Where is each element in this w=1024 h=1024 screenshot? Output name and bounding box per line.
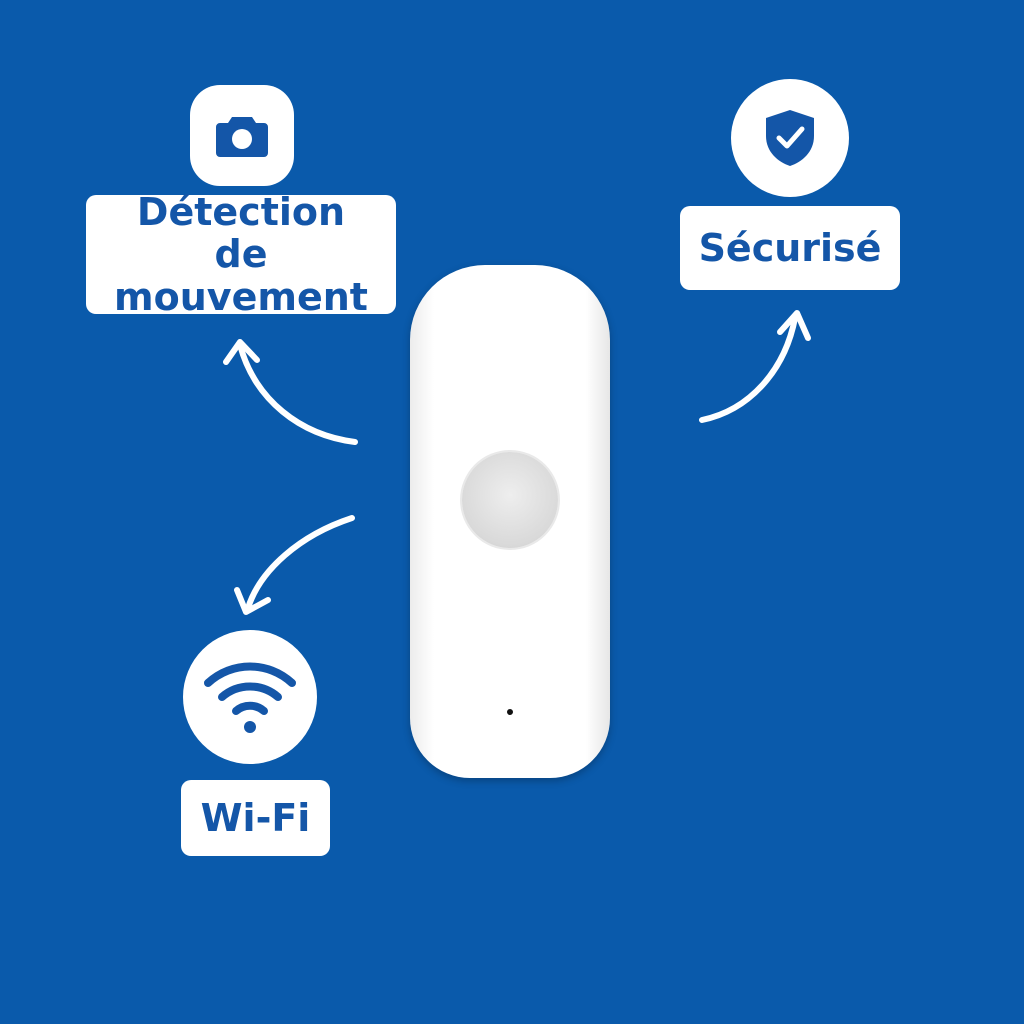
arrow-to-secure [699, 310, 811, 423]
wifi-text: Wi-Fi [200, 795, 311, 840]
wifi-icon [204, 662, 296, 733]
shield-icon-tile [731, 79, 849, 197]
secure-label: Sécurisé [680, 206, 900, 290]
arrow-to-motion-detection [223, 339, 358, 445]
secure-text: Sécurisé [698, 225, 882, 270]
motion-detection-line-1: Détection [136, 189, 346, 234]
camera-icon [216, 116, 268, 157]
wifi-label: Wi-Fi [181, 780, 330, 856]
motion-detection-label: Détection de mouvement [86, 191, 396, 318]
wifi-icon-tile [183, 630, 317, 764]
status-led [507, 709, 513, 715]
pir-sensor-lens [462, 452, 558, 548]
motion-detection-line-2: de mouvement [114, 232, 368, 319]
camera-icon-tile [190, 85, 294, 186]
arrow-to-wifi [234, 515, 355, 615]
shield-check-icon [766, 110, 814, 166]
